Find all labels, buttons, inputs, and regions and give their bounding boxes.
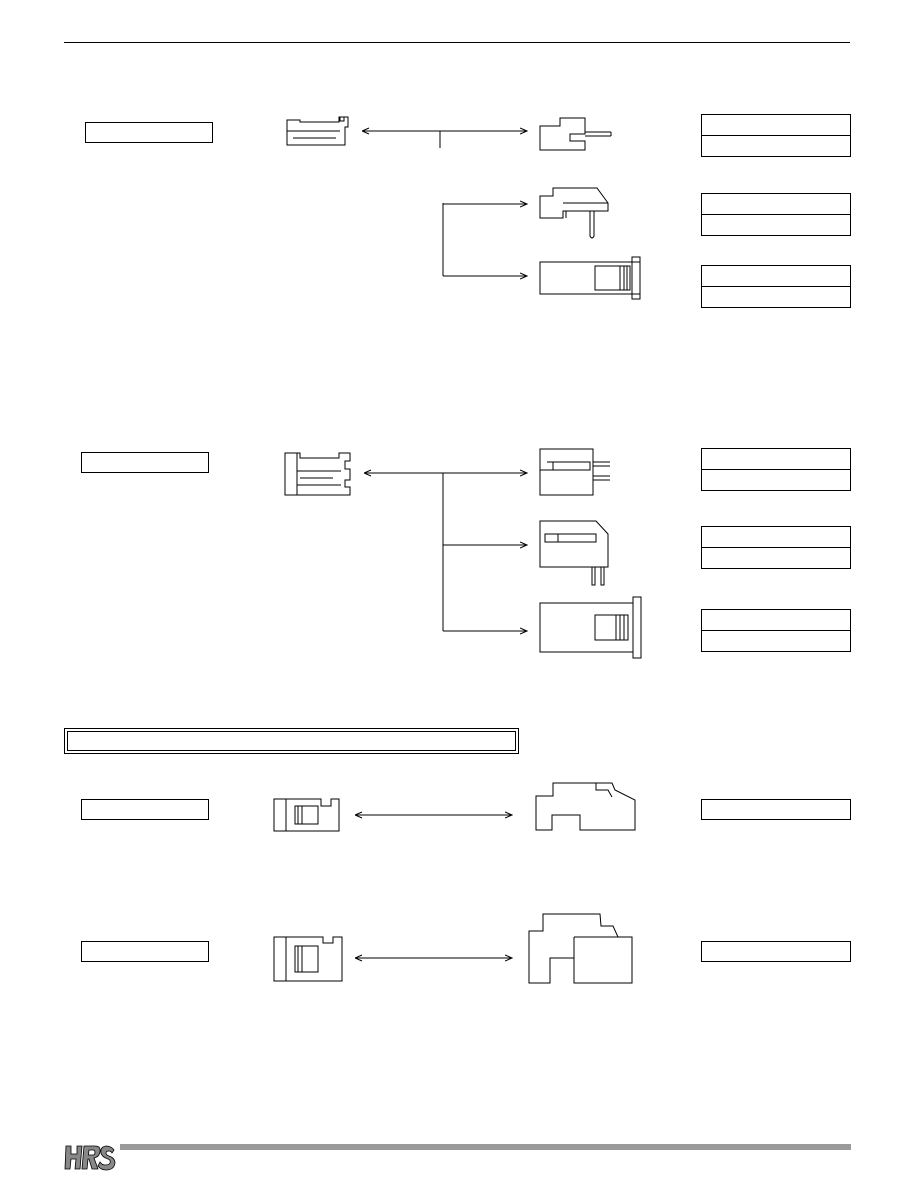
header-label-1b [701,193,851,236]
plug-drawing-1 [286,116,349,146]
header-label-2b-bottom [702,547,850,568]
header-rule [64,42,850,43]
plug-label-4 [81,941,209,962]
receptacle-drawing-4 [528,913,633,984]
header-label-1c-bottom [702,286,850,307]
header-drawing-2a [539,448,610,496]
receptacle-label-4 [701,941,851,962]
plug-drawing-2 [284,452,351,496]
header-label-1a [701,114,851,157]
footer-bar [120,1144,851,1150]
section-banner [64,728,519,754]
section-banner-inner [67,731,516,751]
header-label-2a-bottom [702,469,850,490]
plug-label-1 [85,122,213,143]
header-label-1c [701,265,851,308]
plug-drawing-3 [273,798,340,832]
receptacle-label-3 [701,799,851,820]
header-label-2c-bottom [702,630,850,651]
header-drawing-2b [539,520,609,586]
plug-label-2 [81,452,209,473]
header-drawing-1b [539,187,609,239]
header-label-2b [701,526,851,569]
hrs-logo-mark [64,1145,116,1171]
header-label-2c [701,609,851,652]
plug-drawing-4 [273,936,343,982]
header-label-1b-bottom [702,214,850,235]
header-drawing-2c [539,596,642,659]
hrs-logo [64,1142,118,1177]
header-drawing-1a [539,117,612,151]
header-label-2a [701,448,851,491]
receptacle-drawing-3 [535,782,636,831]
plug-label-3 [81,799,209,820]
header-drawing-1c [539,256,641,300]
header-label-1a-bottom [702,135,850,156]
